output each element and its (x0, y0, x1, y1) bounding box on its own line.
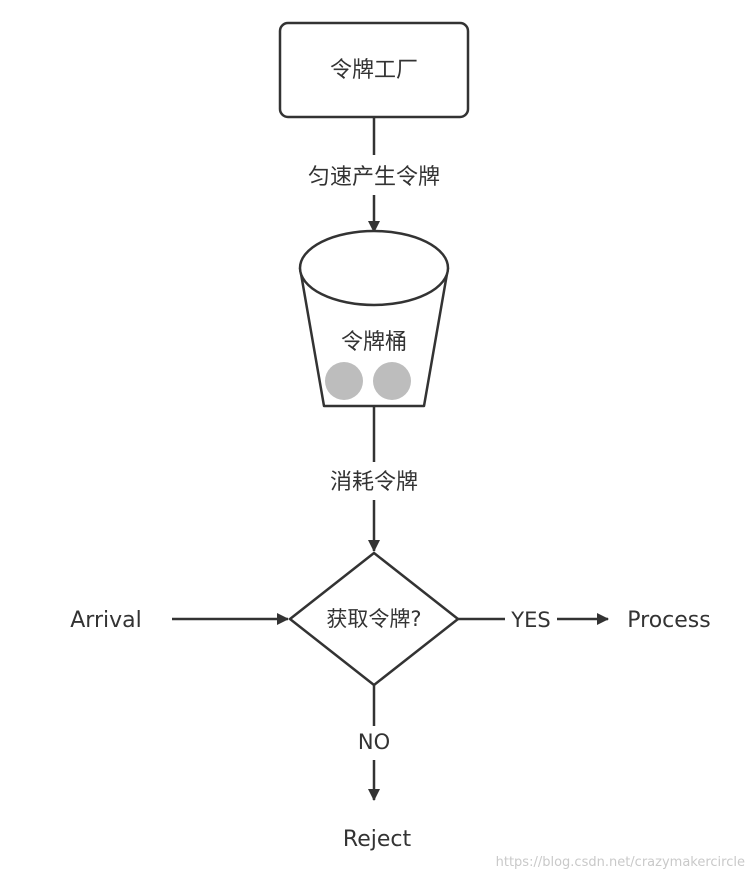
decision-node: 获取令牌? (288, 551, 460, 687)
edge-factory-to-bucket: 匀速产生令牌 (308, 117, 440, 233)
edge-no: NO (358, 685, 390, 801)
arrival-label: Arrival (70, 608, 141, 633)
token-factory-node: 令牌工厂 (278, 21, 470, 119)
token-circle (373, 362, 411, 400)
edge-yes-label: YES (510, 608, 550, 632)
token-factory-label: 令牌工厂 (330, 58, 418, 83)
decision-label: 获取令牌? (326, 607, 421, 631)
edge-no-label: NO (358, 730, 390, 754)
token-bucket-label: 令牌桶 (341, 330, 407, 355)
edge-bucket-to-decision: 消耗令牌 (330, 406, 418, 552)
watermark: https://blog.csdn.net/crazymakercircle (496, 855, 745, 870)
token-bucket-rim (298, 229, 450, 307)
arrival-node: Arrival (70, 608, 289, 633)
process-label: Process (627, 608, 710, 633)
edge-yes: YES (458, 608, 609, 632)
reject-label: Reject (343, 827, 412, 852)
edge-bucket-to-decision-label: 消耗令牌 (330, 470, 418, 495)
edge-factory-to-bucket-label: 匀速产生令牌 (308, 165, 440, 190)
token-bucket-node: 令牌桶 (298, 229, 450, 408)
token-circle (325, 362, 363, 400)
